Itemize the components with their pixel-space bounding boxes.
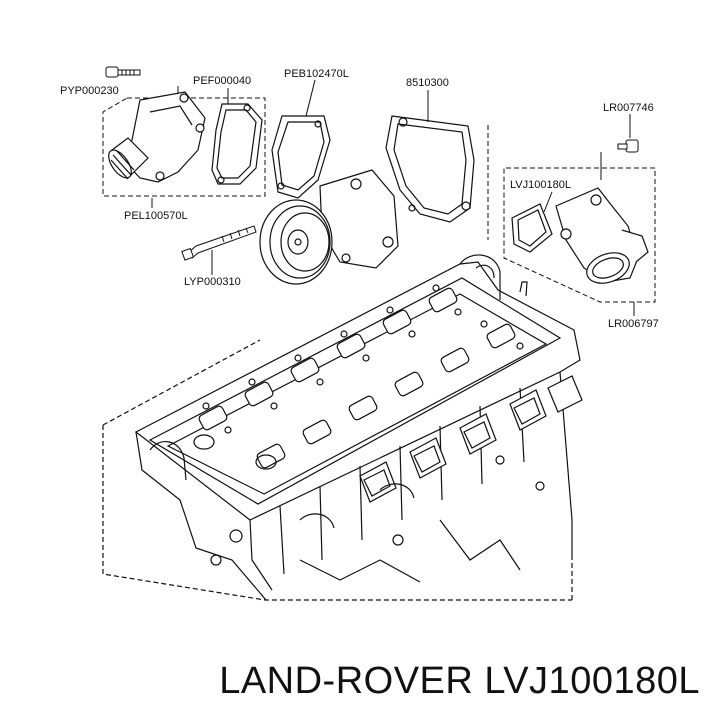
bolt-pyp000230-icon — [105, 66, 141, 78]
label-lvj100180l: LVJ100180L — [510, 179, 571, 191]
label-lyp000310: LYP000310 — [184, 276, 241, 288]
label-lr007746: LR007746 — [603, 102, 654, 114]
pump-gasket-8510300-icon — [385, 115, 475, 223]
leader-lines — [151, 79, 635, 316]
label-pel100570l: PEL100570L — [124, 210, 188, 222]
part-caption: LAND-ROVER LVJ100180L — [219, 660, 700, 702]
label-peb102470l: PEB102470L — [284, 68, 349, 80]
label-8510300: 8510300 — [406, 77, 449, 89]
water-pump-icon — [259, 169, 399, 285]
gasket-pef000040-icon — [211, 103, 263, 185]
long-bolt-lyp000310-icon — [181, 225, 257, 261]
thermostat-housing-icon — [511, 187, 649, 284]
dashed-group-boxes — [102, 97, 656, 303]
label-lr006797: LR006797 — [608, 318, 659, 330]
water-outlet-housing-icon — [108, 91, 206, 183]
engine-block-icon — [102, 254, 583, 601]
bolt-lr007746-icon — [617, 139, 639, 153]
label-pyp000230: PYP000230 — [60, 85, 119, 97]
gasket-peb102470l-icon — [271, 115, 331, 199]
label-pef000040: PEF000040 — [193, 75, 251, 87]
